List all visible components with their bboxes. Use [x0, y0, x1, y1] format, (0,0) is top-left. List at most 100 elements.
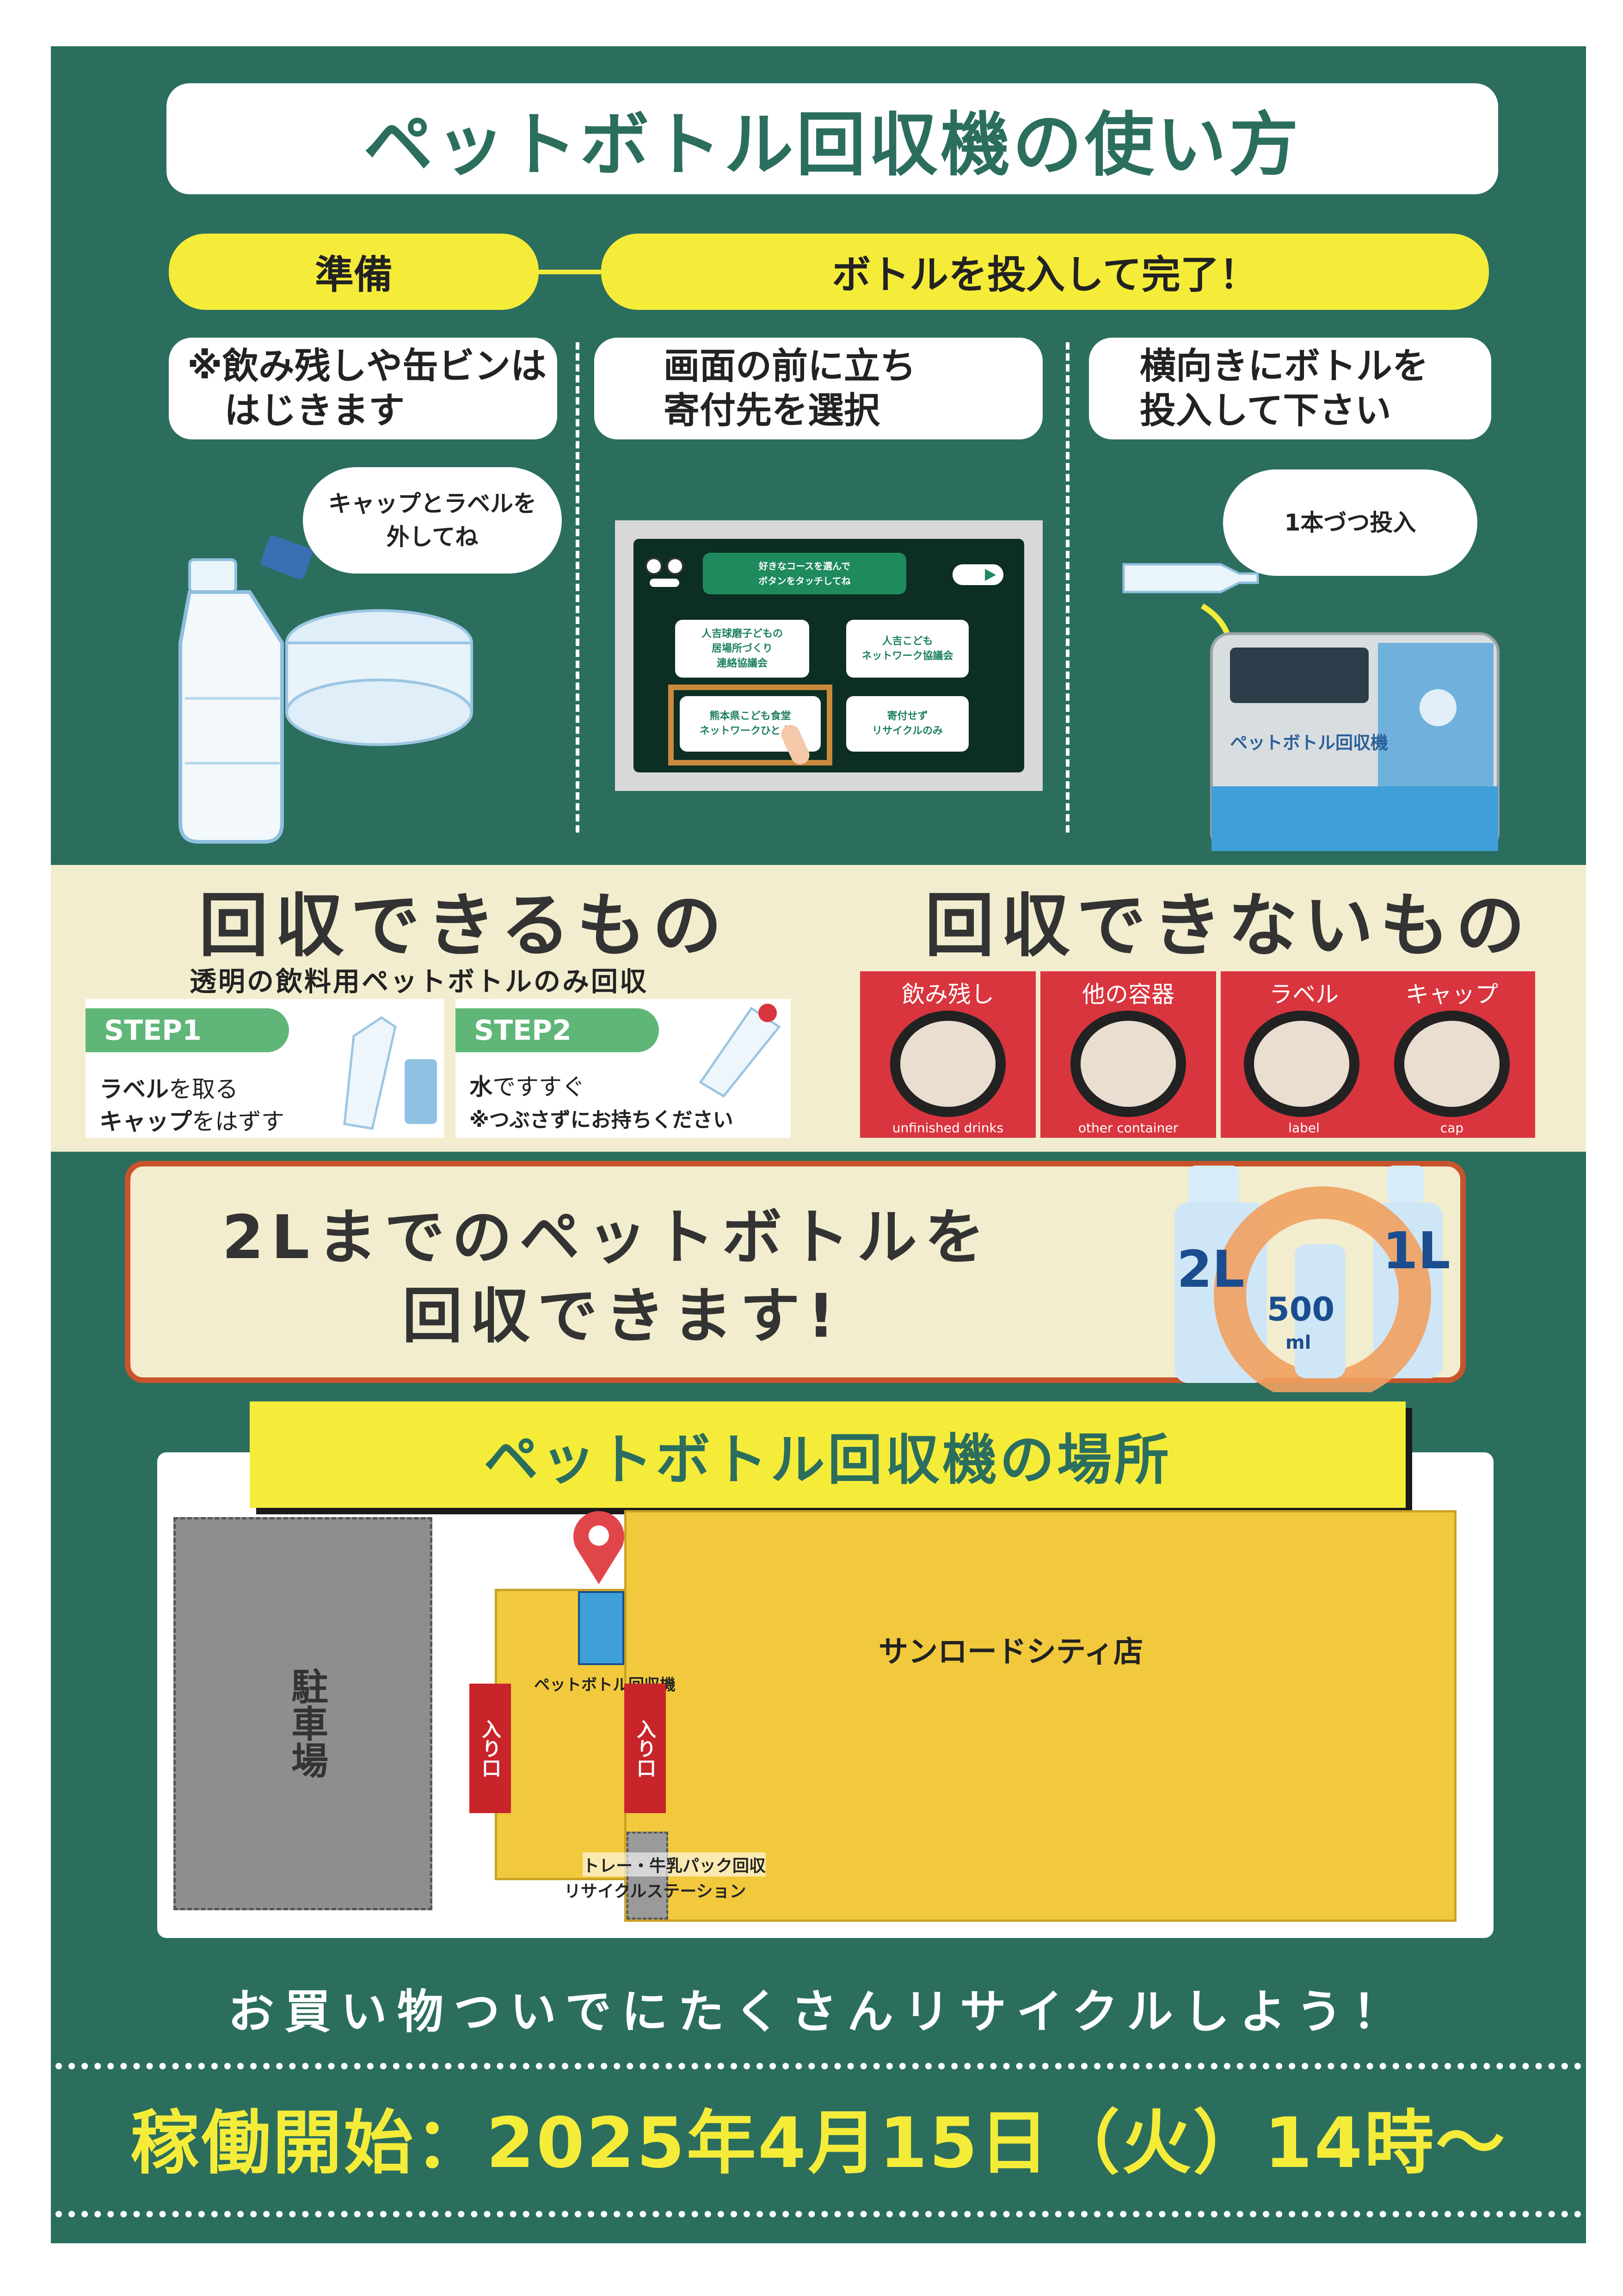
entrance-right: 入り口: [624, 1684, 666, 1813]
step-2-box: 画面の前に立ち 寄付先を選択: [594, 338, 1043, 439]
screen-header-line-2: ボタンをタッチしてね: [758, 575, 851, 586]
screen-header-line-1: 好きなコースを選んで: [759, 561, 850, 572]
rejected-1-label: 飲み残し: [902, 981, 994, 1008]
prohibited-icon: [890, 1011, 1006, 1117]
rejected-3-en: label: [1288, 1120, 1320, 1136]
step-1-bubble-line-1: キャップとラベルを: [328, 490, 536, 517]
bottle-remove-label-icon: [343, 1016, 437, 1130]
step-1-line-2-bold: キャップ: [99, 1108, 192, 1135]
parking-label: 駐車場: [285, 1667, 328, 1778]
option-4-line-1: 寄付せず: [887, 710, 928, 722]
removed-cap-icon: [260, 535, 313, 580]
option-2-line-1: 人吉こども: [882, 635, 933, 647]
store-label: サンロードシティ店: [879, 1635, 1143, 1669]
dotted-divider-bottom: [55, 2211, 1581, 2217]
rejected-4-label: キャップ: [1406, 981, 1498, 1008]
step-1-text-line-2: キャップをはずす: [99, 1103, 284, 1136]
step-3-bubble-line-1: 1本づつ投入: [1284, 509, 1416, 536]
size-500-label: 500: [1267, 1290, 1335, 1328]
prohibited-icon: [1070, 1011, 1186, 1117]
step-1-line-2: はじきます: [224, 390, 405, 432]
station-label-line-2: リサイクルステーション: [564, 1882, 746, 1901]
rejected-2-label: 他の容器: [1082, 981, 1174, 1008]
horizontal-bottle-icon: [1122, 563, 1259, 593]
rejected-item-label-cap: ラベル キャップ label cap: [1221, 971, 1535, 1138]
option-1-line-3: 連絡協議会: [716, 657, 768, 669]
option-1-line-2: 居場所づくり: [711, 642, 773, 654]
bottle-rinse-icon: [699, 1004, 781, 1098]
option-1-line-1: 人吉球磨子どもの: [701, 628, 783, 640]
location-title: ペットボトル回収機の場所: [250, 1401, 1406, 1508]
step-3-line-2: 投入して下さい: [1140, 390, 1391, 432]
bottle-cap-label-illustration: [178, 535, 473, 844]
rejected-4-en: cap: [1440, 1120, 1464, 1136]
size-ml-label: ml: [1285, 1332, 1311, 1353]
rejected-item-other-container: 他の容器 other container: [1040, 971, 1216, 1138]
step-1-line-1-rest: を取る: [169, 1076, 238, 1103]
step-1-speech-bubble: キャップとラベルを 外してね: [303, 467, 562, 574]
start-date: 稼働開始：2025年4月15日（火）14時～: [130, 2103, 1507, 2184]
touchscreen-display: 好きなコースを選んで ボタンをタッチしてね 人吉球磨子どもの 居場所づくり 連絡…: [633, 539, 1024, 772]
step-2-label: STEP2: [455, 1008, 659, 1052]
step-1-text-line-1: ラベルを取る: [99, 1071, 238, 1104]
size-1l-label: 1L: [1383, 1221, 1451, 1280]
machine-label: ペットボトル回収機: [1230, 733, 1389, 753]
size-2l-bottle: [1188, 1166, 1239, 1207]
step-1-line-1-bold: ラベル: [99, 1076, 169, 1103]
parking-lot: 駐車場: [173, 1517, 432, 1910]
accepted-step-2-card: STEP2 水ですすぐ ※つぶさずにお持ちください: [455, 999, 791, 1138]
step-1-box: ※飲み残しや缶ビンは はじきます: [169, 338, 557, 439]
step-1-line-1: ※飲み残しや缶ビンは: [187, 346, 547, 387]
screen-header-banner: 好きなコースを選んで ボタンをタッチしてね: [703, 553, 906, 594]
step-divider-2: [1066, 342, 1070, 833]
step-divider-1: [576, 342, 579, 833]
map-pin-icon: [573, 1511, 624, 1584]
donation-option-1: 人吉球磨子どもの 居場所づくり 連絡協議会: [675, 620, 809, 678]
rejected-3-label: ラベル: [1269, 981, 1339, 1008]
phase-connector: [536, 270, 601, 274]
step-2-line-1-rest: ですすぐ: [492, 1074, 585, 1100]
phase-insert-pill: ボトルを投入して完了！: [601, 234, 1489, 310]
entrance-left: 入り口: [469, 1684, 511, 1813]
rejected-2-en: other container: [1078, 1120, 1179, 1136]
step-3-speech-bubble: 1本づつ投入: [1223, 469, 1477, 576]
step-2-line-2: 寄付先を選択: [664, 390, 880, 432]
accepted-note: 透明の飲料用ペットボトルのみ回収: [190, 966, 649, 997]
size-500ml-bottle: [1295, 1244, 1346, 1378]
machine-map-icon: [578, 1591, 624, 1665]
removed-label-icon: [285, 609, 473, 746]
step-1-label: STEP1: [86, 1008, 289, 1052]
screen-play-icon: [953, 564, 1003, 585]
step-2-line-1: 画面の前に立ち: [664, 346, 916, 387]
rejected-heading: 回収できないもの: [925, 886, 1532, 966]
slogan: お買い物ついでにたくさんリサイクルしよう！: [228, 1984, 1409, 2039]
selected-option-highlight: [668, 685, 832, 765]
clear-bottle-icon: [178, 558, 284, 844]
machine-body-icon: [1210, 632, 1500, 851]
phase-prep-pill: 準備: [169, 234, 539, 310]
station-label-line-1: トレー・牛乳パック回収: [583, 1852, 766, 1876]
prohibited-icon: [1244, 1011, 1359, 1117]
step-2-text-line-2: ※つぶさずにお持ちください: [469, 1108, 733, 1132]
prohibited-icon: [1394, 1011, 1510, 1117]
step-2-text-line-1: 水ですすぐ: [469, 1068, 585, 1102]
step-1-line-2-rest: をはずす: [192, 1108, 284, 1135]
step-3-box: 横向きにボトルを 投入して下さい: [1089, 338, 1491, 439]
rejected-item-unfinished: 飲み残し unfinished drinks: [860, 971, 1036, 1138]
page-title: ペットボトル回収機の使い方: [166, 83, 1498, 194]
step-3-line-1: 横向きにボトルを: [1140, 346, 1429, 387]
step-2-line-1-bold: 水: [469, 1074, 492, 1100]
option-3-line-1: 熊本県こども食堂: [709, 710, 791, 722]
donation-option-4: 寄付せず リサイクルのみ: [846, 696, 969, 752]
step-1-bubble-line-2: 外してね: [386, 524, 479, 550]
bottle-sizes-illustration: [1174, 1166, 1443, 1392]
dotted-divider-top: [55, 2063, 1581, 2069]
rejected-1-en: unfinished drinks: [892, 1120, 1004, 1136]
touchscreen-illustration: 好きなコースを選んで ボタンをタッチしてね 人吉球磨子どもの 居場所づくり 連絡…: [615, 520, 1043, 791]
capacity-line-2: 回収できます!: [402, 1281, 842, 1351]
size-2l-label: 2L: [1177, 1240, 1245, 1299]
mascot-face-icon: [645, 557, 687, 590]
accepted-step-1-card: STEP1 ラベルを取る キャップをはずす: [86, 999, 444, 1138]
option-4-line-2: リサイクルのみ: [872, 725, 943, 737]
recycling-machine-illustration: [1122, 563, 1500, 851]
